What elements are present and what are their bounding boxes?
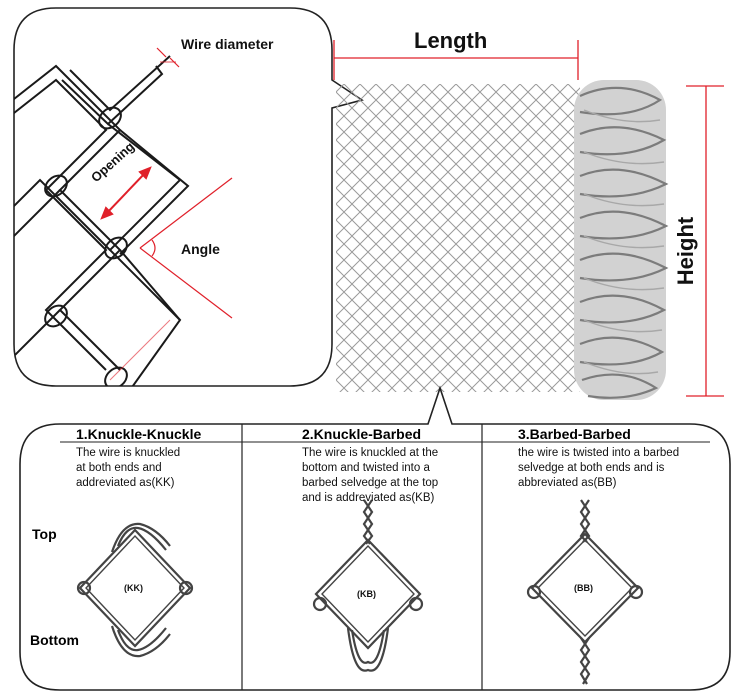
types-box	[19, 385, 731, 691]
column-title-kb: 2.Knuckle-Barbed	[302, 426, 422, 442]
wire-closeup	[14, 55, 190, 386]
top-label: Top	[32, 526, 57, 542]
wire-diameter-marker	[156, 47, 180, 68]
kb-diamond	[312, 499, 424, 672]
bb-diamond	[526, 499, 644, 685]
height-dimension	[686, 85, 724, 397]
code-kk: (KK)	[124, 583, 143, 593]
column-desc-kk: The wire is knuckled at both ends and ad…	[76, 447, 181, 489]
height-label: Height	[673, 216, 698, 286]
wire-diameter-label: Wire diameter	[181, 36, 274, 52]
column-desc-bb: the wire is twisted into a barbed selved…	[518, 447, 680, 489]
mesh-panel	[336, 84, 580, 392]
kk-diamond	[76, 522, 194, 658]
opening-arrow	[100, 166, 152, 220]
angle-label: Angle	[181, 241, 220, 257]
column-title-kk: 1.Knuckle-Knuckle	[76, 426, 202, 442]
length-dimension	[333, 40, 579, 80]
bottom-label: Bottom	[30, 632, 79, 648]
column-title-bb: 3.Barbed-Barbed	[518, 426, 631, 442]
angle-lines	[139, 177, 233, 319]
code-kb: (KB)	[357, 589, 376, 599]
column-desc-kb: The wire is knuckled at the bottom and t…	[302, 447, 439, 504]
callout-bubble	[13, 7, 364, 387]
code-bb: (BB)	[574, 583, 593, 593]
length-label: Length	[414, 28, 488, 53]
fence-roll	[574, 80, 669, 400]
